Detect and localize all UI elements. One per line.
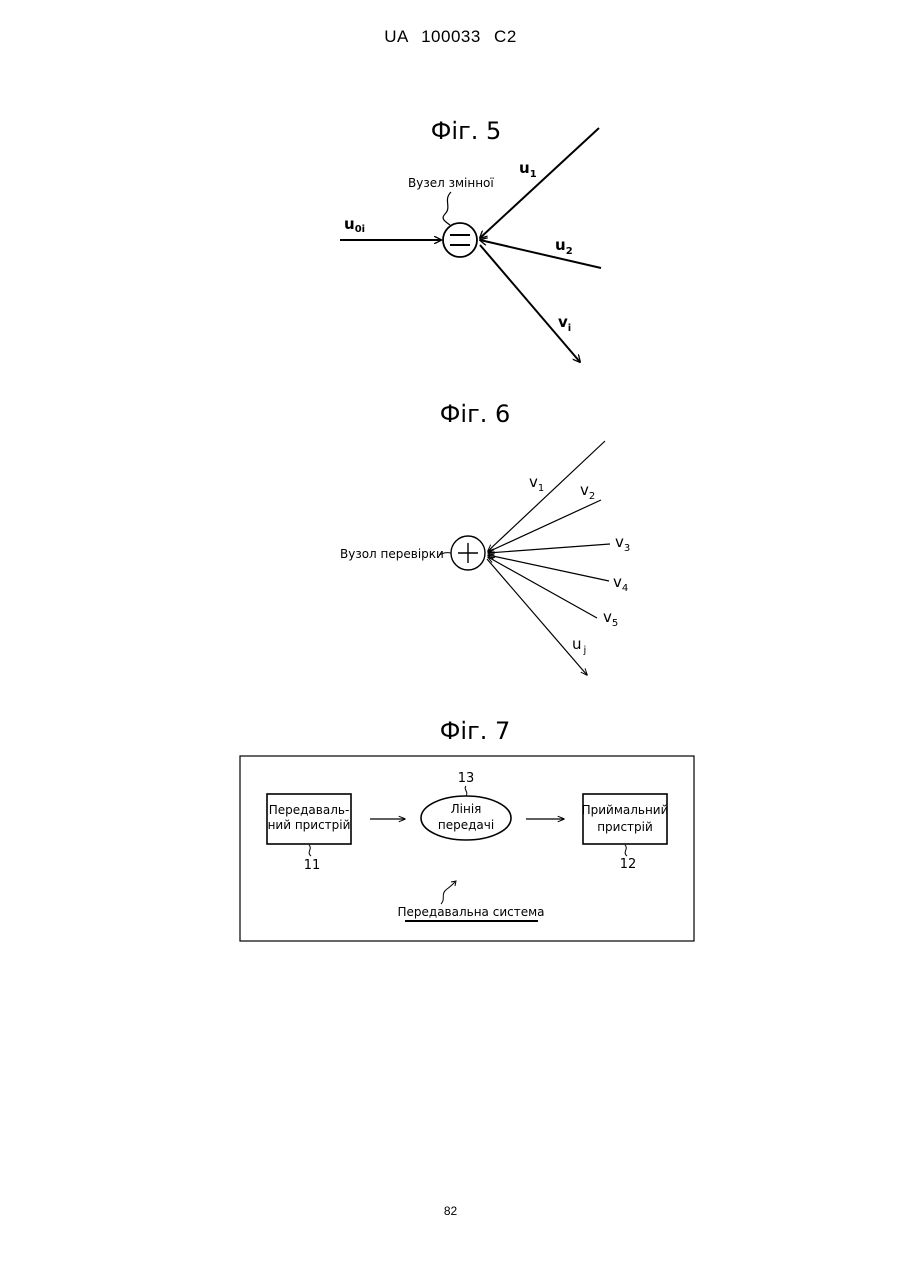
label-v1: v1 — [529, 473, 544, 494]
edge-uj — [487, 559, 587, 675]
label-vi: vi — [558, 313, 571, 334]
variable-node-circle — [443, 223, 477, 257]
receiver-number: 12 — [620, 857, 637, 872]
page-number: 82 — [0, 1204, 901, 1218]
transmitter-label-2: ний пристрій — [268, 818, 351, 832]
variable-node-label: Вузел змінної — [408, 176, 494, 190]
system-leader — [441, 882, 455, 904]
edge-vi — [480, 245, 580, 362]
label-v3: v3 — [615, 533, 630, 554]
label-u2: u2 — [555, 236, 573, 257]
fig5-title: Фіг. 5 — [431, 117, 501, 145]
transmitter-leader — [309, 845, 311, 856]
label-u0i: u0i — [344, 215, 365, 235]
variable-node-leader — [443, 192, 451, 225]
channel-label-1: Лінія — [451, 802, 482, 816]
fig7-title: Фіг. 7 — [440, 717, 510, 745]
channel-number: 13 — [458, 771, 475, 786]
receiver-box — [583, 794, 667, 844]
label-uj: uj — [572, 635, 586, 656]
system-label: Передавальна система — [397, 905, 544, 919]
label-v4: v4 — [613, 573, 628, 594]
check-node-label: Вузол перевірки — [340, 547, 444, 561]
label-u1: u1 — [519, 159, 537, 180]
figure-7: Фіг. 7 Передаваль- ний пристрій 11 Лінія… — [240, 717, 694, 941]
transmitter-label-1: Передаваль- — [269, 803, 350, 817]
figure-5: Фіг. 5 Вузел змінної u0i u1 u2 vi — [340, 117, 601, 362]
receiver-label-1: Приймальний — [582, 803, 669, 817]
edge-v4 — [488, 555, 609, 581]
edge-v2 — [488, 500, 601, 552]
receiver-label-2: пристрій — [597, 820, 653, 834]
edge-v3 — [488, 544, 610, 553]
transmitter-number: 11 — [304, 858, 321, 873]
receiver-leader — [625, 845, 627, 856]
channel-label-2: передачі — [438, 818, 494, 832]
label-v2: v2 — [580, 481, 595, 502]
fig6-title: Фіг. 6 — [440, 400, 510, 428]
figure-6: Фіг. 6 Вузол перевірки v1 v2 v3 v4 v5 uj — [340, 400, 630, 675]
channel-leader — [465, 786, 467, 796]
edge-u2 — [480, 240, 601, 268]
label-v5: v5 — [603, 608, 618, 629]
